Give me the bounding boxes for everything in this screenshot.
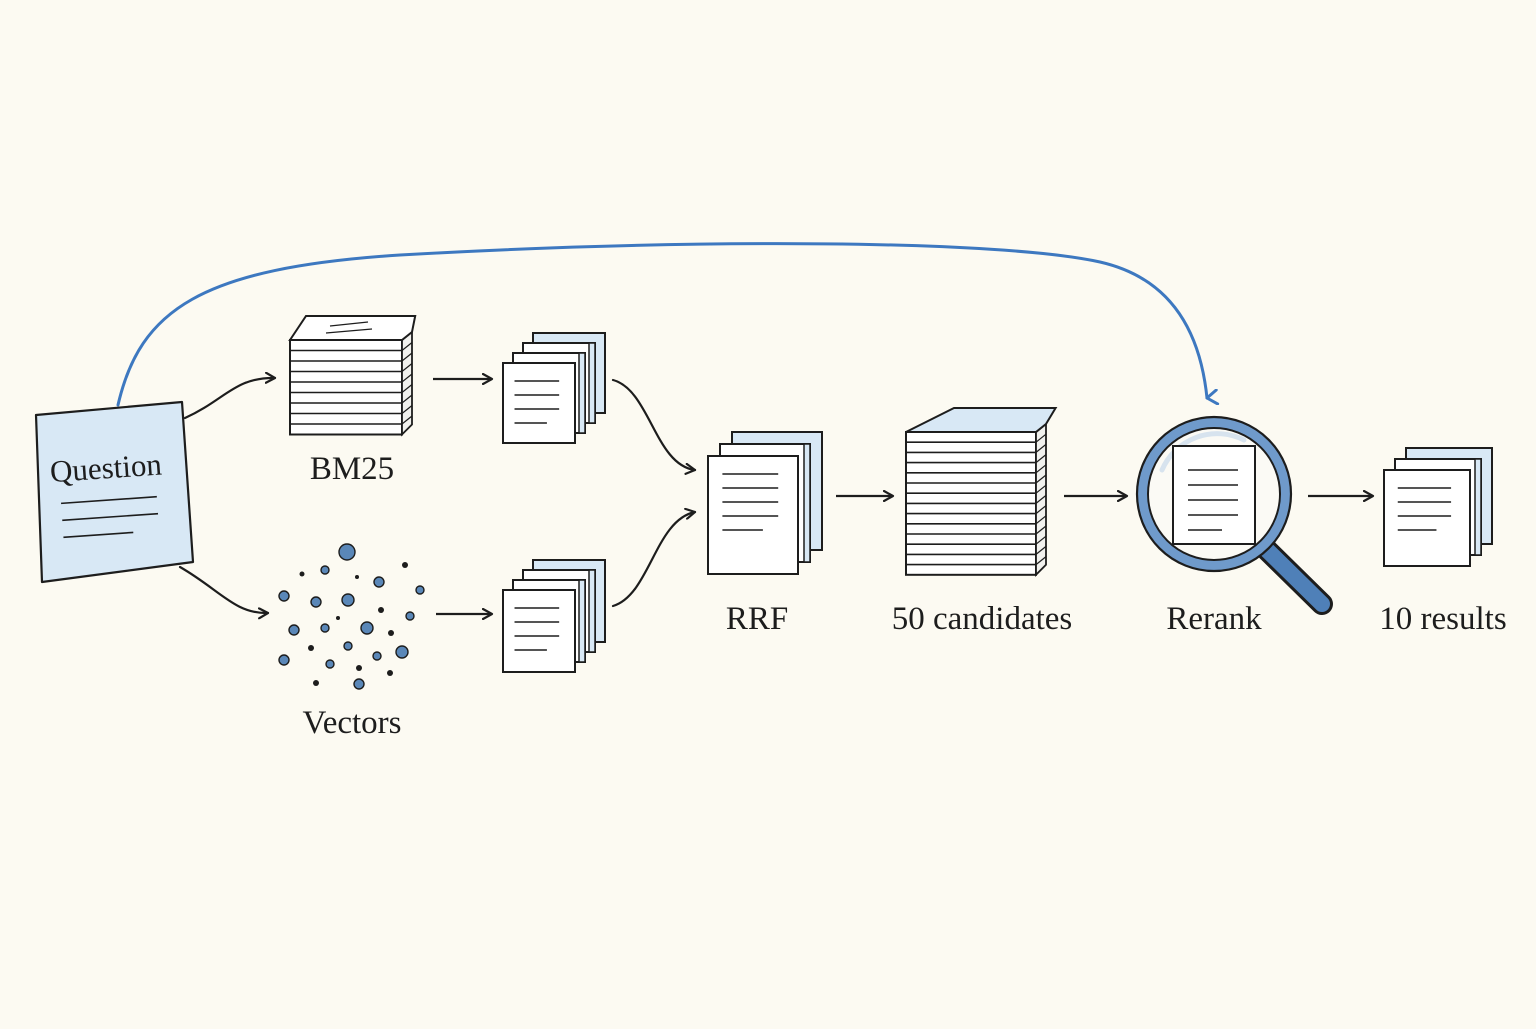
vector-point	[308, 645, 314, 651]
vector-point	[415, 585, 425, 595]
bm25-results-to-rrf-arrow	[611, 378, 697, 470]
vector-point	[320, 565, 330, 575]
vector-point	[372, 651, 382, 661]
vector-point	[325, 659, 335, 669]
vector-point	[299, 571, 305, 577]
magnifier-icon	[1135, 415, 1333, 615]
vector-point	[388, 630, 394, 636]
vector-point	[373, 576, 385, 588]
vectors-label: Vectors	[303, 705, 402, 741]
vector-point	[310, 596, 322, 608]
rrf-fused-documents-icon	[707, 431, 823, 575]
rerank-label: Rerank	[1166, 601, 1262, 637]
bm25-results-documents-icon	[502, 332, 606, 444]
rrf-label: RRF	[726, 601, 788, 637]
document-page	[707, 455, 799, 575]
vector-point	[356, 665, 362, 671]
vector-point	[402, 562, 408, 568]
question-label: Question	[49, 446, 164, 489]
question-to-bm25-arrow	[183, 378, 277, 420]
vector-point	[378, 607, 384, 613]
vector-point	[320, 623, 330, 633]
vector-point	[360, 621, 374, 635]
question-card: Question	[34, 400, 195, 584]
vector-point	[353, 678, 365, 690]
question-to-rerank-arrow	[116, 242, 1207, 407]
magnified-document-icon	[1172, 445, 1256, 545]
vector-point	[288, 624, 300, 636]
document-page	[502, 362, 576, 444]
vector-point	[387, 670, 393, 676]
vector-point	[343, 641, 353, 651]
vector-results-to-rrf-arrow	[611, 512, 697, 608]
final-results-documents-icon	[1383, 447, 1493, 567]
vector-points-icon	[278, 543, 425, 690]
vector-results-documents-icon	[502, 559, 606, 673]
candidates-label: 50 candidates	[892, 601, 1073, 637]
question-to-vectors-arrow	[178, 565, 270, 613]
bm25-document-stack-icon	[288, 315, 417, 437]
document-page	[502, 589, 576, 673]
document-page	[1383, 469, 1471, 567]
vector-point	[278, 654, 290, 666]
candidates-document-stack-icon	[905, 407, 1058, 577]
vector-point	[313, 680, 319, 686]
results-label: 10 results	[1379, 601, 1506, 637]
vector-point	[336, 616, 340, 620]
vector-point	[338, 543, 356, 561]
vector-point	[405, 611, 415, 621]
vector-point	[341, 593, 355, 607]
vector-point	[278, 590, 290, 602]
question-text-lines	[61, 495, 159, 539]
vector-point	[355, 575, 359, 579]
bm25-label: BM25	[310, 451, 394, 487]
vector-point	[395, 645, 409, 659]
